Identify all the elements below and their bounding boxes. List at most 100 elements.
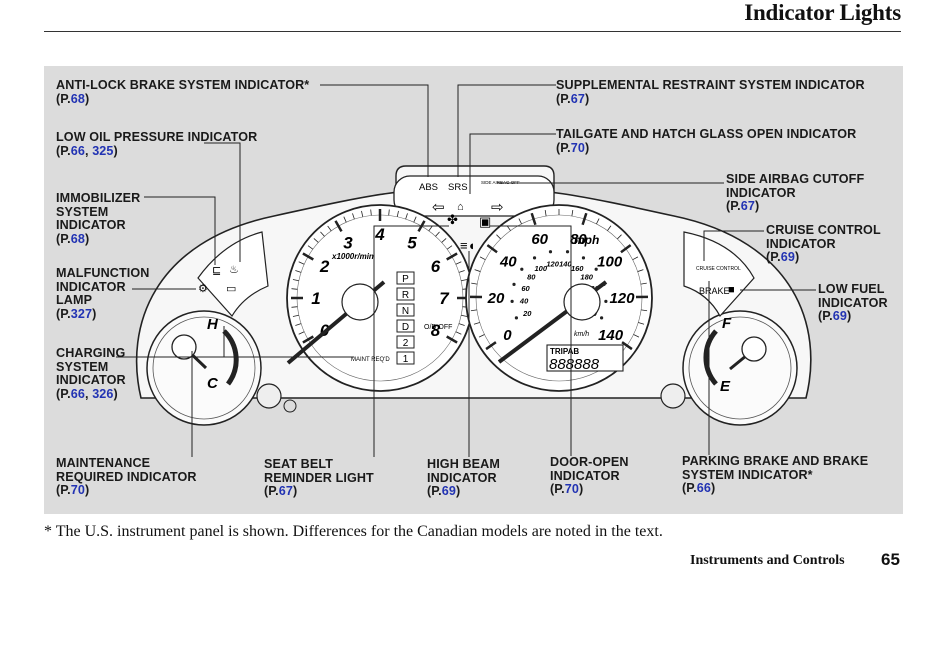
speed-tick-label: 20	[487, 290, 505, 307]
page-link[interactable]: 69	[832, 309, 847, 323]
page-link[interactable]: 69	[441, 484, 456, 498]
kmh-tick-label: 80	[527, 273, 536, 282]
gear-box	[396, 303, 415, 317]
immobilizer-key-icon: ⊑	[212, 265, 221, 277]
page-link[interactable]: 66	[70, 143, 85, 158]
page-link[interactable]: 68	[70, 231, 85, 246]
fuel-full-mark: F	[722, 315, 732, 332]
page-reference: (P.68)	[56, 91, 90, 106]
speed-minor-tick	[637, 269, 644, 272]
kmh-tick-label: 160	[571, 264, 584, 273]
label-line: INDICATOR	[56, 218, 126, 232]
kmh-dot	[532, 256, 537, 260]
speed-minor-tick	[478, 334, 485, 338]
leader-door	[490, 225, 572, 456]
tach-minor-tick	[458, 270, 465, 273]
label-line: INDICATOR	[766, 236, 836, 251]
tach-minor-tick	[446, 245, 453, 250]
kmh-tick-label: 100	[535, 264, 548, 273]
page-link[interactable]: 69	[780, 250, 795, 264]
page-link[interactable]: 70	[70, 483, 85, 497]
kmh-tick-label: 20	[522, 309, 532, 318]
brake-indicator-text: BRAKE	[699, 286, 730, 296]
tach-minor-tick	[291, 306, 298, 308]
page-link[interactable]: 70	[564, 482, 579, 496]
page-link[interactable]: 70	[570, 140, 585, 155]
speed-tick-label: 100	[597, 254, 623, 271]
label-line: IMMOBILIZER	[56, 191, 141, 205]
label-oil: LOW OIL PRESSURE INDICATOR(P.66, 325)	[56, 130, 257, 158]
tach-hub	[341, 283, 379, 321]
page-link[interactable]: 68	[70, 91, 85, 106]
page-link[interactable]: 327	[70, 306, 93, 321]
page-reference: (P.70)	[56, 483, 90, 497]
label-line: LAMP	[56, 293, 93, 307]
gear-position-label: P	[402, 274, 409, 285]
label-line: SYSTEM	[56, 359, 109, 374]
seatbelt-icon: ✤	[447, 212, 458, 227]
label-line: SYSTEM	[56, 204, 109, 219]
srs-indicator-text: SRS	[448, 182, 468, 193]
leader-seatbelt	[373, 225, 449, 457]
page-link[interactable]: 67	[278, 484, 293, 498]
gear-box	[396, 287, 415, 301]
gear-position-label: D	[402, 322, 409, 333]
label-line: INDICATOR	[818, 295, 888, 310]
kmh-dot	[581, 256, 586, 260]
speed-minor-tick	[626, 345, 633, 350]
tach-minor-tick	[361, 210, 364, 217]
speed-minor-tick	[571, 210, 574, 217]
temp-hot-mark: H	[207, 316, 219, 333]
title-rule	[44, 31, 901, 32]
page-reference: (P.67)	[556, 91, 590, 106]
tach-tick-label: 6	[431, 257, 441, 276]
tach-tick-label: 5	[407, 234, 417, 253]
speed-minor-tick	[641, 309, 648, 312]
tach-minor-tick	[388, 209, 390, 216]
page-link[interactable]: 66	[696, 481, 711, 495]
speed-minor-tick	[607, 225, 612, 231]
page-link[interactable]: 67	[570, 91, 585, 106]
page-reference: (P.70)	[556, 140, 590, 155]
tach-minor-tick	[435, 231, 440, 237]
tach-minor-tick	[458, 323, 465, 326]
fuel-gauge-ring	[688, 316, 792, 420]
label-line: LOW FUEL	[818, 282, 885, 296]
page-link[interactable]: 66	[70, 386, 85, 401]
label-line: REQUIRED INDICATOR	[56, 469, 197, 484]
tach-minor-tick	[441, 238, 447, 243]
page-link[interactable]: 325	[92, 143, 114, 158]
tach-minor-tick	[313, 238, 319, 243]
maint-reqd-text: MAINT REQ'D	[351, 357, 390, 363]
page-reference: (P.66)	[682, 481, 716, 495]
tach-minor-tick	[307, 245, 314, 250]
temp-cold-mark: C	[207, 375, 219, 392]
footnote: * The U.S. instrument panel is shown. Di…	[44, 523, 663, 540]
kmh-tick-label: 120	[546, 260, 559, 269]
tach-minor-tick	[455, 331, 462, 335]
gear-box	[396, 335, 415, 349]
page-reference: (P.67)	[726, 199, 760, 213]
speed-tick-label: 140	[598, 327, 624, 344]
tach-minor-tick	[405, 213, 408, 220]
kmh-dot	[514, 316, 519, 320]
odometer-digits: 888888	[549, 356, 600, 373]
kmh-dot	[512, 282, 516, 287]
tach-minor-tick	[451, 339, 458, 343]
right-warning-pod	[683, 231, 755, 318]
label-line: HIGH BEAM	[427, 457, 500, 471]
kmh-dot	[510, 299, 514, 303]
leader-tailgate	[469, 133, 556, 194]
label-line: DOOR-OPEN	[550, 455, 629, 469]
page-link[interactable]: 67	[740, 199, 755, 213]
fuel-scale-arc	[703, 329, 718, 386]
speed-tick-label: 60	[531, 231, 548, 248]
page-link[interactable]: 326	[92, 386, 114, 401]
high-beam-icon: ≡◖	[460, 238, 475, 253]
check-engine-icon: ⚙	[198, 283, 208, 295]
